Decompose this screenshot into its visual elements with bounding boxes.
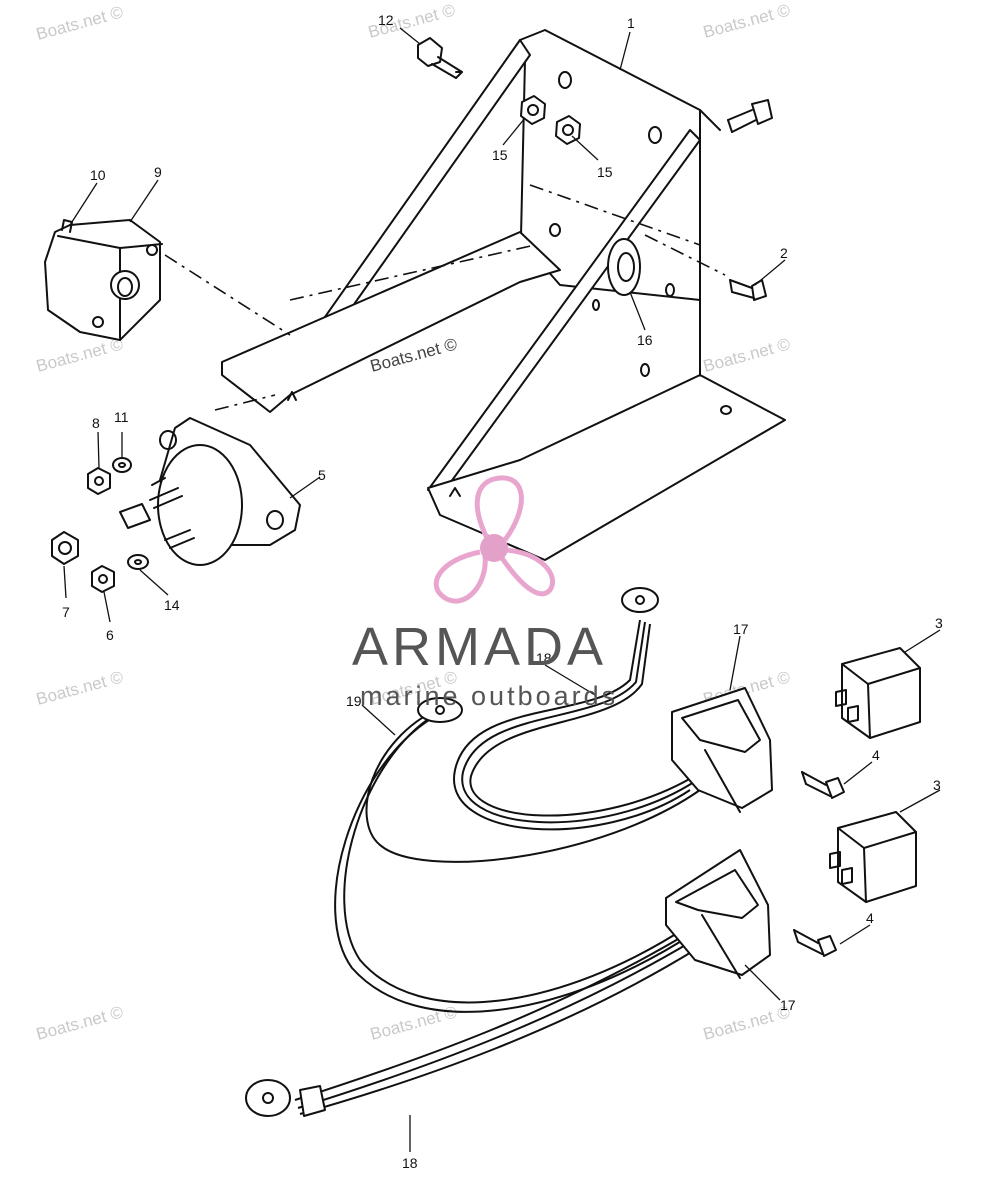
screws bbox=[793, 771, 845, 957]
watermark: Boats.net © bbox=[701, 1002, 792, 1044]
callout-label: 17 bbox=[733, 621, 749, 637]
brand-logo: ARMADA marine outboards bbox=[352, 475, 618, 711]
callout-label: 17 bbox=[780, 997, 796, 1013]
callout-label: 16 bbox=[637, 332, 653, 348]
callout-label: 3 bbox=[933, 777, 941, 793]
watermark: Boats.net © bbox=[701, 334, 792, 376]
callout-label: 18 bbox=[402, 1155, 418, 1171]
watermark: Boats.net © bbox=[34, 2, 125, 44]
switch-assembly bbox=[44, 219, 163, 341]
callout-label: 2 bbox=[780, 245, 788, 261]
solenoid bbox=[119, 417, 301, 566]
brand-subtitle: marine outboards bbox=[360, 681, 618, 711]
relay-sockets bbox=[665, 687, 773, 979]
watermark: Boats.net © bbox=[34, 667, 125, 709]
propeller-icon bbox=[433, 475, 556, 604]
brand-title: ARMADA bbox=[352, 617, 607, 677]
callout-label: 15 bbox=[492, 147, 508, 163]
callout-label: 3 bbox=[935, 615, 943, 631]
wire-harness bbox=[245, 587, 701, 1117]
watermark: Boats.net © bbox=[34, 1002, 125, 1044]
bolts-and-nuts bbox=[417, 37, 773, 301]
nuts-and-washers bbox=[51, 457, 149, 593]
callout-label: 18 bbox=[536, 650, 552, 666]
callout-label: 12 bbox=[378, 12, 394, 28]
callout-label: 9 bbox=[154, 164, 162, 180]
watermark: Boats.net © bbox=[34, 334, 125, 376]
callout-label: 19 bbox=[346, 693, 362, 709]
callout-label: 1 bbox=[627, 15, 635, 31]
callout-labels: 1 2 3 3 4 4 5 6 7 8 9 10 11 12 14 15 15 … bbox=[62, 12, 943, 1171]
relays bbox=[829, 647, 921, 903]
mounting-bracket bbox=[164, 29, 786, 561]
watermark: Boats.net © bbox=[368, 1002, 459, 1044]
callout-label: 11 bbox=[114, 409, 129, 425]
watermark: Boats.net © bbox=[701, 0, 792, 42]
callout-label: 7 bbox=[62, 604, 70, 620]
callout-label: 4 bbox=[872, 747, 880, 763]
callout-label: 10 bbox=[90, 167, 106, 183]
callout-leaders bbox=[63, 27, 941, 1152]
callout-label: 15 bbox=[597, 164, 613, 180]
callout-label: 14 bbox=[164, 597, 180, 613]
callout-label: 4 bbox=[866, 910, 874, 926]
callout-label: 6 bbox=[106, 627, 114, 643]
callout-label: 8 bbox=[92, 415, 100, 431]
callout-label: 5 bbox=[318, 467, 326, 483]
